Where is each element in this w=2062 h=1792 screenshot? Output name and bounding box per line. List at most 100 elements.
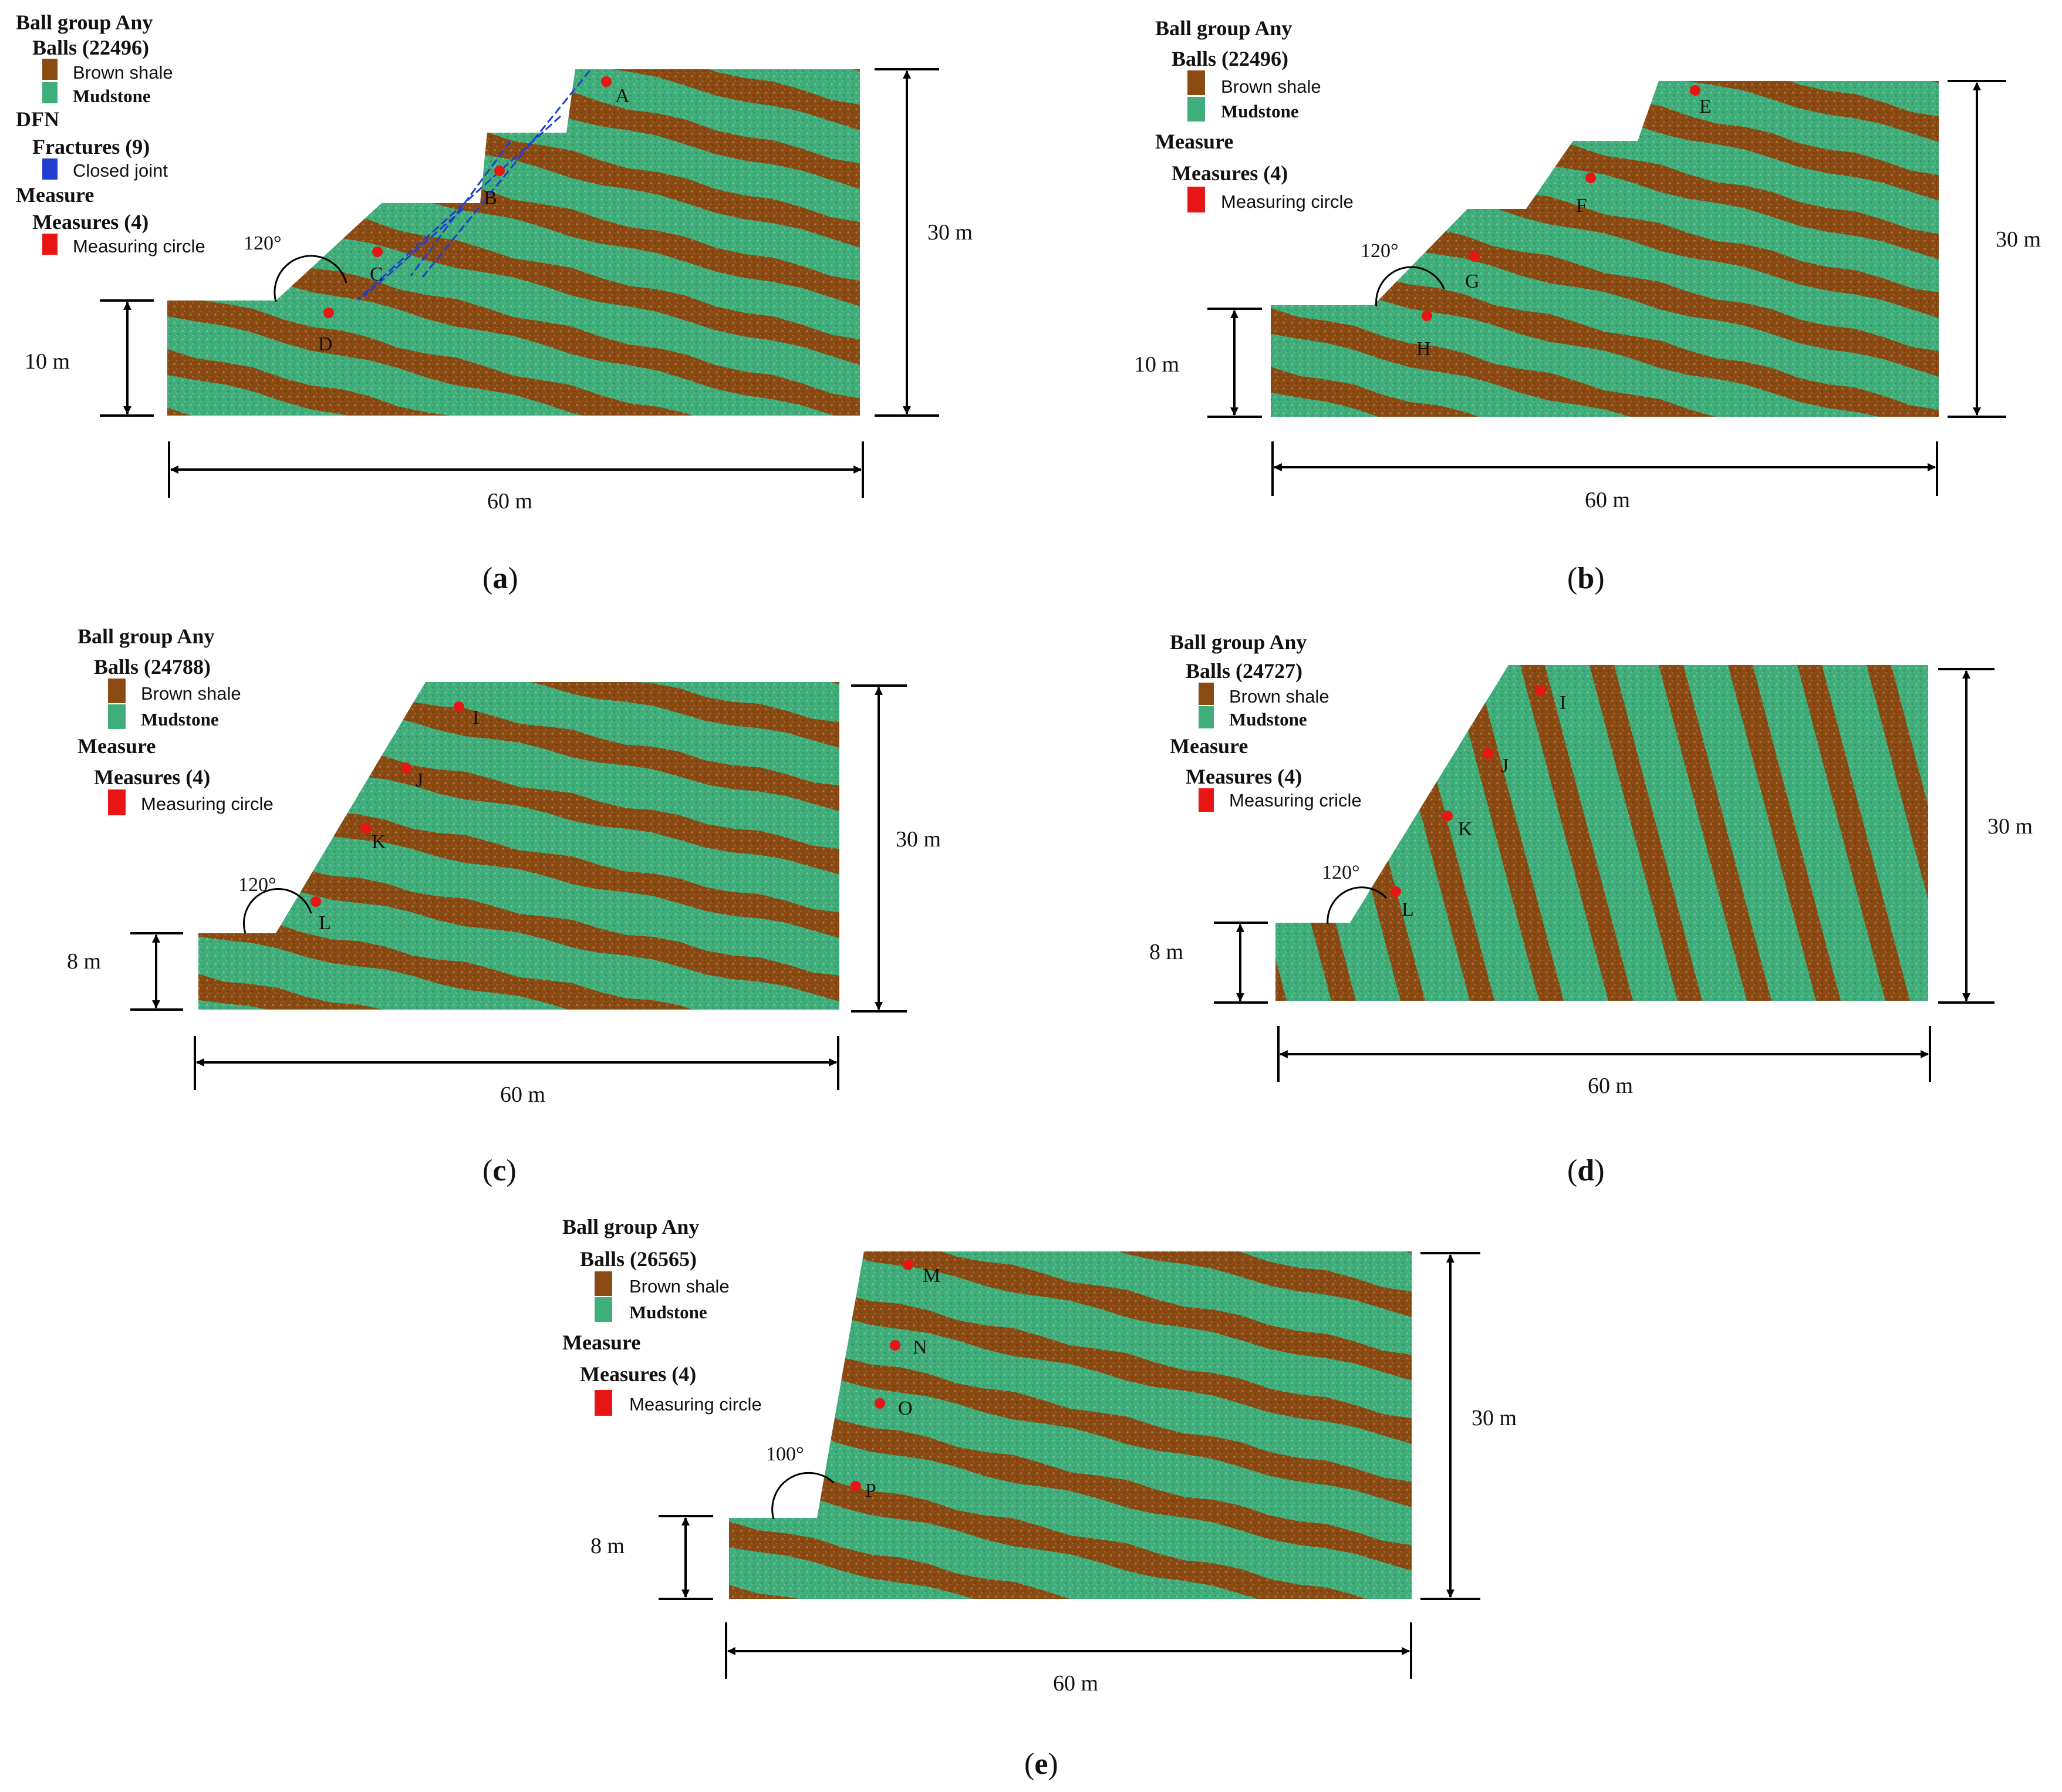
measuring-circle-point-j xyxy=(1483,748,1493,759)
legend-swatch-brown-shale xyxy=(108,679,126,703)
legend-measure-title: Measure xyxy=(16,183,94,207)
legend-swatch-mudstone xyxy=(42,82,58,103)
dimension-height-total xyxy=(1420,1252,1480,1600)
dimension-width xyxy=(1277,1026,1931,1082)
legend-group-title: Ball group Any xyxy=(16,11,153,34)
slope-body-e xyxy=(729,1251,1412,1599)
point-label: D xyxy=(318,333,333,355)
legend-measure-title: Measure xyxy=(1170,734,1248,758)
legend-dfn-title: DFN xyxy=(16,107,59,131)
measuring-circle-point-e xyxy=(1690,85,1700,96)
legend-balls-label: Balls (26565) xyxy=(580,1247,697,1271)
legend-balls-label: Balls (22496) xyxy=(32,36,149,59)
legend-swatch-measuring-circle xyxy=(42,234,58,255)
legend-fractures-label: Fractures (9) xyxy=(32,135,150,158)
panel-caption: (b) xyxy=(1567,562,1605,595)
point-label: N xyxy=(913,1337,927,1358)
point-label: F xyxy=(1576,195,1587,217)
legend-measures-label: Measures (4) xyxy=(94,765,210,789)
legend-e: Ball group Any Balls (26565) Brown shale… xyxy=(562,1215,762,1416)
legend-measures-label: Measures (4) xyxy=(1172,161,1288,185)
point-label: M xyxy=(923,1265,940,1287)
panel-d: Ball group Any Balls (24727) Brown shale… xyxy=(1149,630,2033,1187)
measuring-circle-point-d xyxy=(323,308,334,318)
legend-item-measuring-circle: Measuring circle xyxy=(73,236,205,257)
height-total-label: 30 m xyxy=(1987,814,2033,839)
legend-measure-title: Measure xyxy=(1155,130,1233,153)
legend-swatch-brown-shale xyxy=(42,59,58,80)
legend-group-title: Ball group Any xyxy=(1155,16,1292,40)
slope-angle-label: 100° xyxy=(766,1443,804,1465)
slope-angle-arc xyxy=(1375,266,1445,307)
point-label: G xyxy=(1465,271,1480,292)
legend-group-title: Ball group Any xyxy=(1170,630,1307,654)
legend-item-measuring-circle: Measuring circle xyxy=(141,794,274,814)
slope-angle-arc xyxy=(771,1472,835,1520)
legend-swatch-brown-shale xyxy=(1187,70,1205,95)
legend-a: Ball group Any Balls (22496) Brown shale… xyxy=(16,11,205,257)
dimension-height-total xyxy=(851,684,907,1013)
panel-caption: (d) xyxy=(1567,1154,1605,1187)
point-label: E xyxy=(1699,96,1712,117)
measuring-circle-point-a xyxy=(601,76,612,87)
slope-angle-label: 120° xyxy=(244,232,282,254)
legend-item-measuring-circle: Measuring circle xyxy=(629,1394,762,1415)
panel-caption: (a) xyxy=(482,562,518,595)
width-label: 60 m xyxy=(487,489,532,514)
slope-angle-label: 120° xyxy=(238,874,276,896)
legend-group-title: Ball group Any xyxy=(562,1215,699,1238)
dimension-width xyxy=(194,1036,839,1090)
slope-angle-label: 120° xyxy=(1322,862,1360,883)
legend-swatch-measuring-circle xyxy=(108,789,126,815)
measuring-circle-point-n xyxy=(890,1340,900,1351)
legend-swatch-measuring-circle xyxy=(1187,187,1205,212)
measuring-circle-point-b xyxy=(494,166,505,176)
measuring-points-d: I J K L xyxy=(1391,685,1566,920)
brown-shale-band xyxy=(1271,426,1939,612)
legend-swatch-mudstone xyxy=(595,1297,612,1322)
closed-joints xyxy=(357,70,591,301)
point-label: K xyxy=(372,831,386,853)
legend-swatch-closed-joint xyxy=(42,158,58,180)
point-label: L xyxy=(319,912,331,934)
height-total-label: 30 m xyxy=(1996,227,2041,252)
brown-shale-band xyxy=(729,1251,1412,1254)
measuring-circle-point-f xyxy=(1585,173,1596,183)
slope-body-c xyxy=(198,682,839,1010)
legend-item-mudstone: Mudstone xyxy=(629,1302,707,1322)
measuring-circle-point-l xyxy=(311,896,321,907)
legend-swatch-measuring-circle xyxy=(1199,788,1214,812)
measuring-circle-point-l xyxy=(1391,886,1401,897)
legend-d: Ball group Any Balls (24727) Brown shale… xyxy=(1170,630,1362,812)
legend-swatch-mudstone xyxy=(1199,706,1214,728)
slope-angle-label: 120° xyxy=(1361,240,1399,262)
slope-body-b xyxy=(1271,81,1939,612)
height-small-label: 8 m xyxy=(1149,940,1183,964)
height-total-label: 30 m xyxy=(1472,1406,1517,1430)
point-label: O xyxy=(898,1398,913,1419)
legend-swatch-mudstone xyxy=(108,704,126,729)
dimension-height-small xyxy=(100,299,154,417)
slope-angle-arc xyxy=(274,255,347,302)
slope-angle-arc xyxy=(243,887,312,934)
legend-item-measuring-circle: Measuring circle xyxy=(1221,191,1354,212)
measuring-circle-point-o xyxy=(875,1398,885,1409)
panel-e: Ball group Any Balls (26565) Brown shale… xyxy=(562,1215,1517,1781)
width-label: 60 m xyxy=(500,1082,545,1107)
legend-measure-title: Measure xyxy=(562,1331,640,1354)
height-small-label: 10 m xyxy=(1134,352,1179,377)
dimension-height-small xyxy=(1207,308,1262,418)
legend-item-measuring-circle: Measuring cricle xyxy=(1229,790,1362,811)
measuring-circle-point-c xyxy=(372,247,383,257)
measuring-circle-point-m xyxy=(903,1260,913,1270)
legend-measures-label: Measures (4) xyxy=(580,1362,696,1386)
point-label: H xyxy=(1416,338,1431,360)
panel-caption: (e) xyxy=(1024,1747,1058,1781)
legend-item-brown-shale: Brown shale xyxy=(1221,76,1321,97)
width-label: 60 m xyxy=(1588,1074,1633,1098)
legend-balls-label: Balls (24727) xyxy=(1186,659,1302,683)
point-label: L xyxy=(1402,899,1414,920)
measuring-points-c: I J K L xyxy=(311,701,479,934)
brown-shale-band xyxy=(198,682,839,684)
